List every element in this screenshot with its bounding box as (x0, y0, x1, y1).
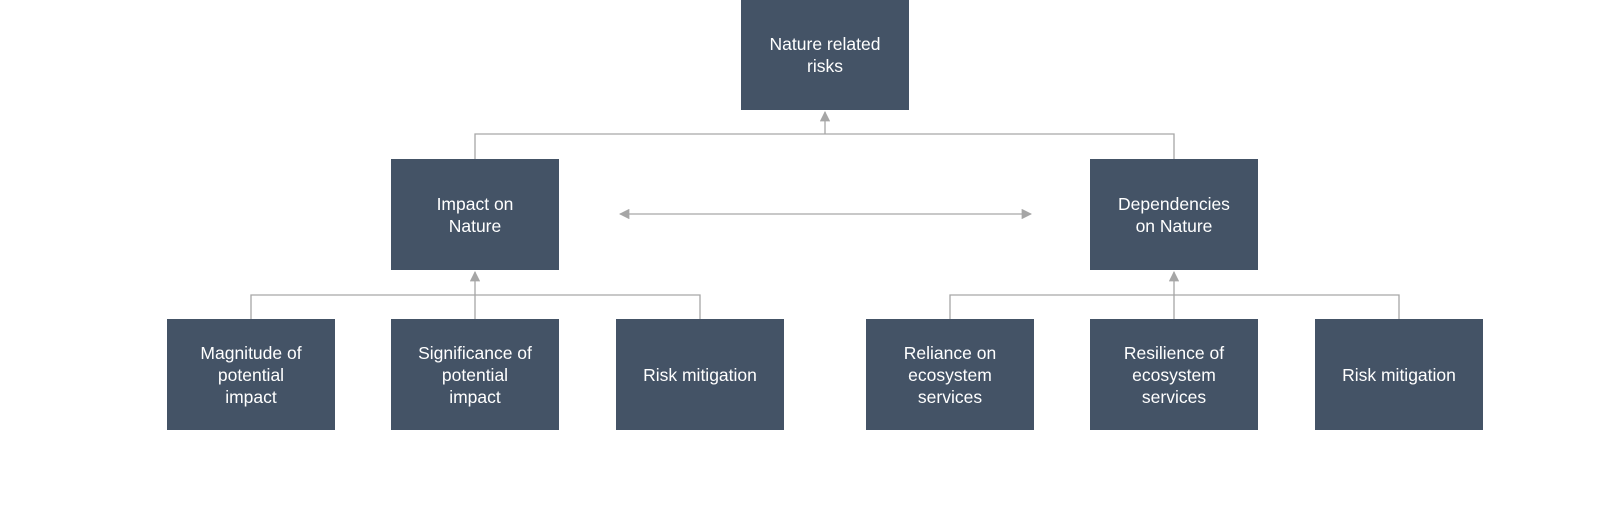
node-label: Resilience of ecosystem services (1123, 342, 1225, 407)
node-label: Impact on Nature (436, 193, 514, 236)
node-dependencies-on-nature: Dependencies on Nature (1090, 159, 1258, 270)
node-label: Reliance on ecosystem services (903, 342, 997, 407)
node-label: Dependencies on Nature (1118, 193, 1230, 236)
node-label: Nature related risks (769, 34, 881, 76)
node-risk-mitigation-dependencies: Risk mitigation (1315, 319, 1483, 430)
node-risk-mitigation-impact: Risk mitigation (616, 319, 784, 430)
node-resilience-of-ecosystem-services: Resilience of ecosystem services (1090, 319, 1258, 430)
connector-impact-to-root (474, 133, 1175, 159)
node-label: Significance of potential impact (418, 342, 532, 407)
node-reliance-on-ecosystem-services: Reliance on ecosystem services (866, 319, 1034, 430)
node-nature-related-risks: Nature related risks (741, 0, 909, 110)
node-significance-of-potential-impact: Significance of potential impact (391, 319, 559, 430)
node-impact-on-nature: Impact on Nature (391, 159, 559, 270)
node-magnitude-of-potential-impact: Magnitude of potential impact (167, 319, 335, 430)
node-label: Magnitude of potential impact (200, 342, 302, 407)
node-label: Risk mitigation (643, 364, 757, 385)
node-label: Risk mitigation (1342, 364, 1456, 385)
